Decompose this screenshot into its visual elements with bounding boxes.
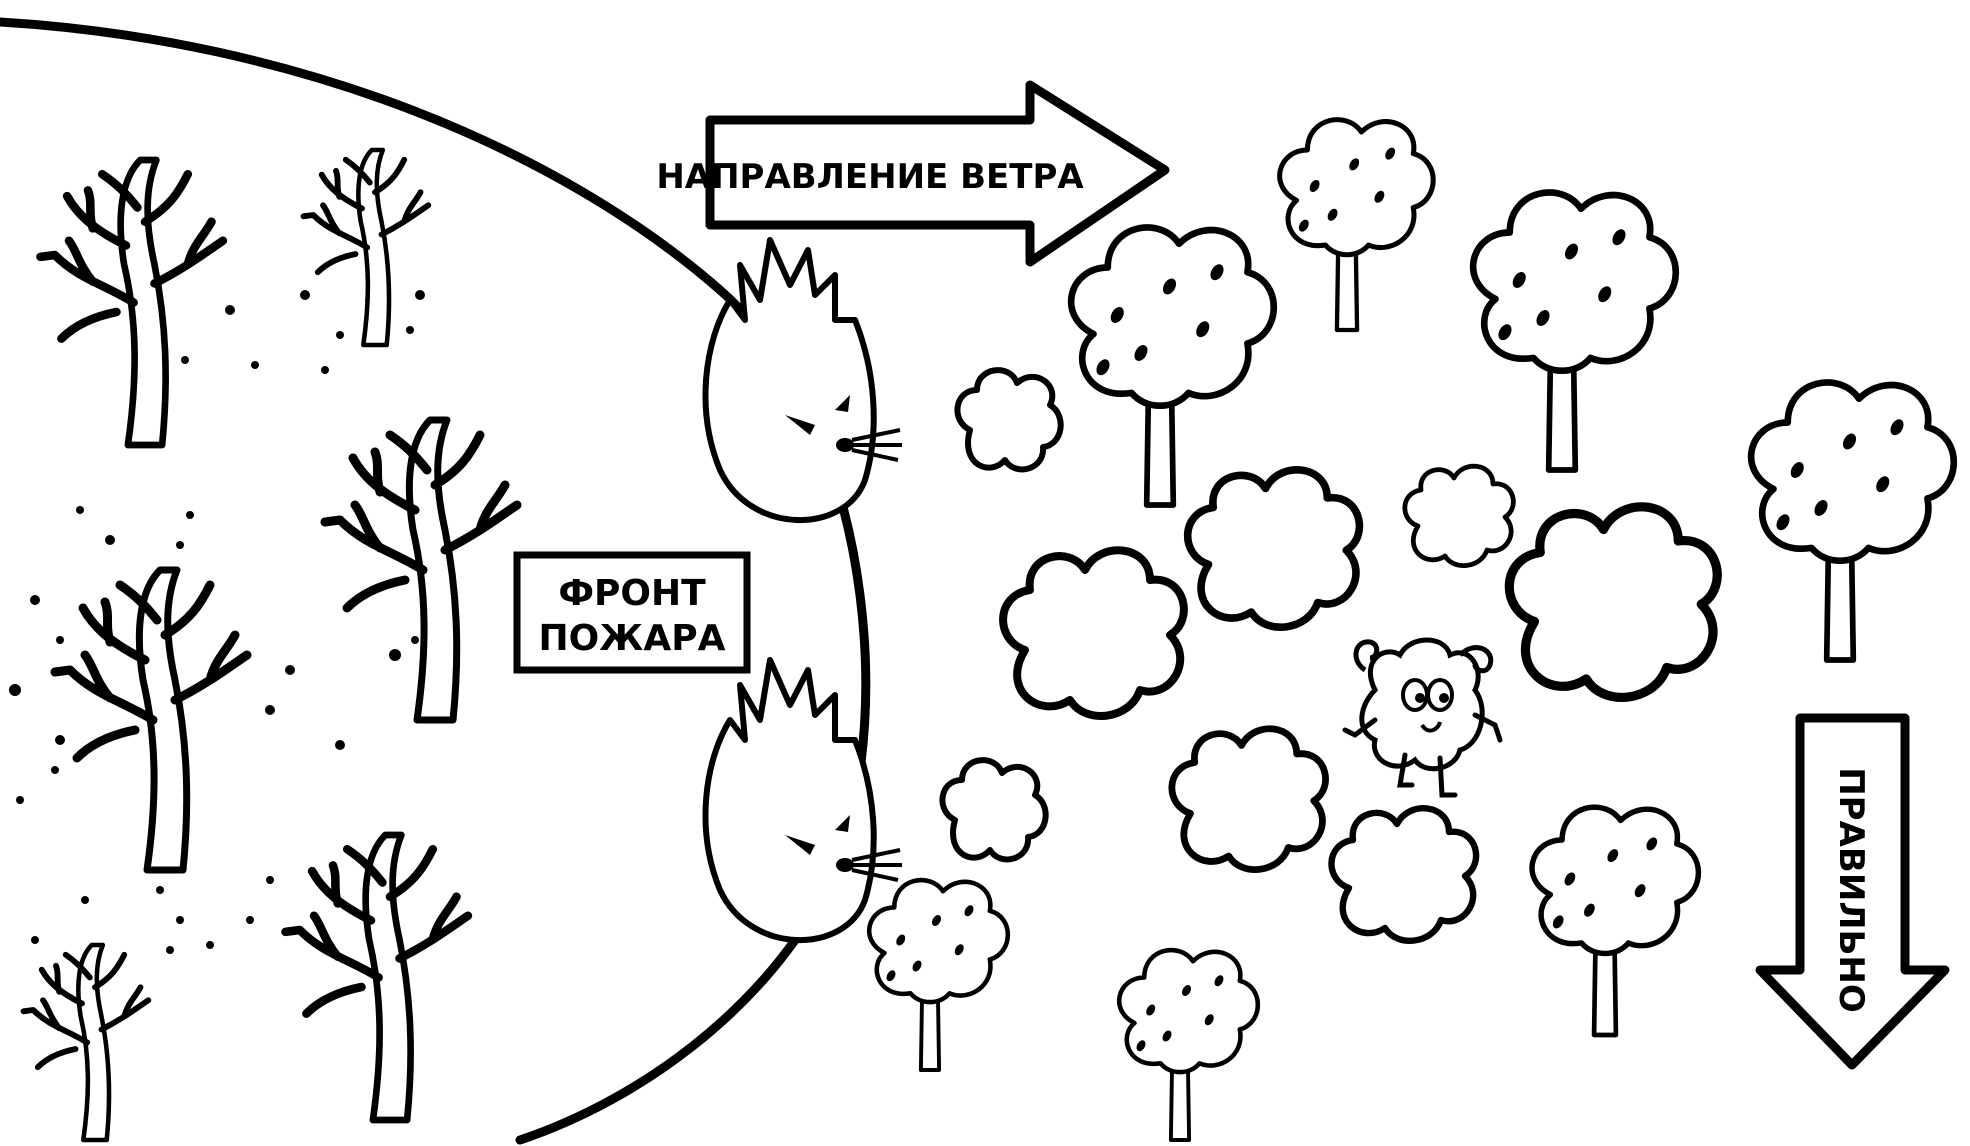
flame-icon xyxy=(706,240,902,520)
leafy-tree xyxy=(1532,807,1698,1035)
bare-tree xyxy=(55,570,247,870)
bare-tree xyxy=(23,945,148,1140)
wind-direction-text: НАПРАВЛЕНИЕ ВЕТРА xyxy=(656,157,1084,197)
leafy-tree xyxy=(1280,120,1434,330)
smoke-puff-icon xyxy=(942,760,1045,859)
leafy-tree xyxy=(1473,192,1676,470)
bare-tree xyxy=(286,835,468,1120)
bare-tree xyxy=(325,420,517,720)
leafy-tree xyxy=(869,880,1008,1070)
ash-specks xyxy=(9,290,425,954)
smoke-cloud-icon xyxy=(1509,507,1717,698)
leafy-tree xyxy=(1119,950,1258,1140)
smoke-cloud-icon xyxy=(1003,550,1184,716)
smoke-cloud-icon xyxy=(1331,808,1476,941)
bare-tree xyxy=(40,160,222,445)
correct-direction-text: ПРАВИЛЬНО xyxy=(1831,767,1871,1013)
correct-direction-arrow: ПРАВИЛЬНО xyxy=(1755,713,1950,1070)
sheep-character-icon xyxy=(1342,637,1503,798)
flame-icon xyxy=(706,660,902,940)
smoke-cloud-icon xyxy=(1188,470,1360,627)
fire-front-label: ФРОНТ ПОЖАРА xyxy=(513,551,751,674)
smoke-puff-icon xyxy=(957,370,1060,469)
smoke-cloud-icon xyxy=(1172,729,1326,870)
fire-front-line1: ФРОНТ xyxy=(558,573,706,614)
leafy-tree xyxy=(1071,227,1274,505)
leafy-tree xyxy=(1751,382,1954,660)
smoke-cloud-icon xyxy=(1405,466,1513,565)
bare-tree xyxy=(304,150,429,345)
fire-front-line2: ПОЖАРА xyxy=(539,618,726,659)
wind-direction-arrow: НАПРАВЛЕНИЕ ВЕТРА xyxy=(656,80,1170,267)
